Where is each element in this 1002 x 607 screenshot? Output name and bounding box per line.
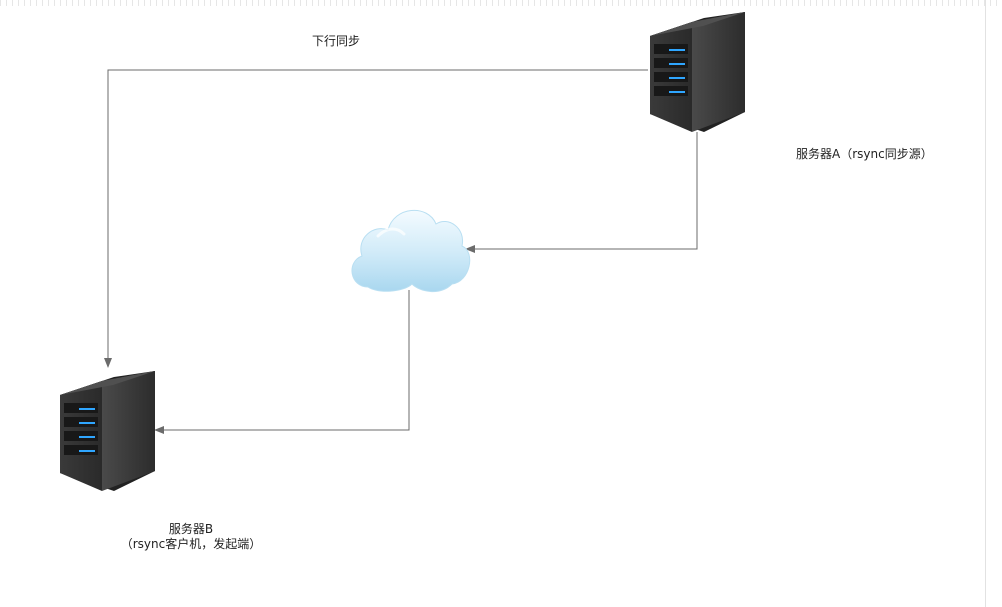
- edge-a-to-cloud: [465, 132, 698, 253]
- edge-a-to-b: [104, 69, 648, 368]
- server-b-label: 服务器B （rsync客户机，发起端）: [104, 522, 278, 552]
- server-b-label-line2: （rsync客户机，发起端）: [120, 537, 262, 551]
- page-edge: [985, 0, 986, 607]
- server-a-bays: [654, 44, 688, 96]
- server-b-icon: [60, 371, 155, 491]
- cloud-icon: [351, 209, 471, 292]
- server-b-label-line1: 服务器B: [168, 522, 214, 536]
- server-b-bays: [64, 403, 98, 455]
- edge-cloud-to-b: [154, 290, 410, 434]
- edge-label-downstream-sync: 下行同步: [312, 34, 361, 48]
- server-a-icon: [650, 12, 745, 132]
- server-a-label: 服务器A（rsync同步源）: [796, 147, 933, 161]
- top-ruler: [0, 0, 1002, 6]
